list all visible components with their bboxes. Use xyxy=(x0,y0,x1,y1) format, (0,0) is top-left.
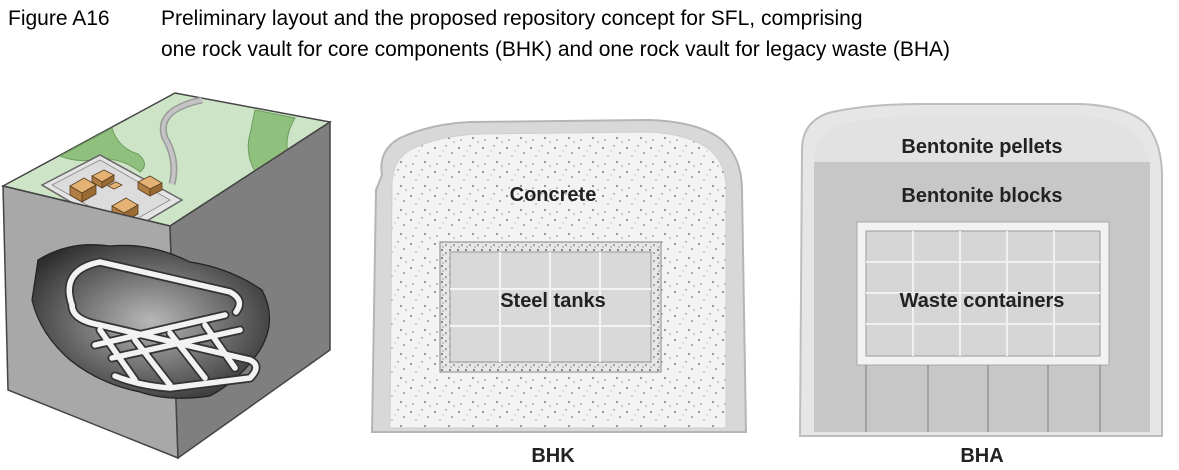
bha-caption: BHA xyxy=(960,445,1003,467)
bha-blocks-label: Bentonite blocks xyxy=(901,185,1062,207)
bhk-concrete-label: Concrete xyxy=(510,184,597,206)
bha-container-grid xyxy=(866,231,1100,356)
bha-bentonite-pellets xyxy=(814,116,1150,176)
figure-label: Figure A16 xyxy=(8,7,110,30)
bhk-tank-grid xyxy=(450,252,651,362)
bhk-caption: BHK xyxy=(531,445,575,467)
bha-vault: Bentonite pellets Bentonite blocks Waste… xyxy=(798,103,1163,467)
site-block-illustration xyxy=(0,92,332,460)
bhk-vault: Concrete Steel tanks BHK xyxy=(370,118,748,467)
bha-base-supports xyxy=(865,365,1101,432)
repository-tunnels xyxy=(64,257,261,393)
caption-line-2: one rock vault for core components (BHK)… xyxy=(161,38,951,61)
bha-waste-label: Waste containers xyxy=(900,290,1065,312)
bhk-steel-tanks-label: Steel tanks xyxy=(500,290,606,312)
bha-pellets-label: Bentonite pellets xyxy=(901,136,1062,158)
caption-line-1: Preliminary layout and the proposed repo… xyxy=(161,7,863,30)
